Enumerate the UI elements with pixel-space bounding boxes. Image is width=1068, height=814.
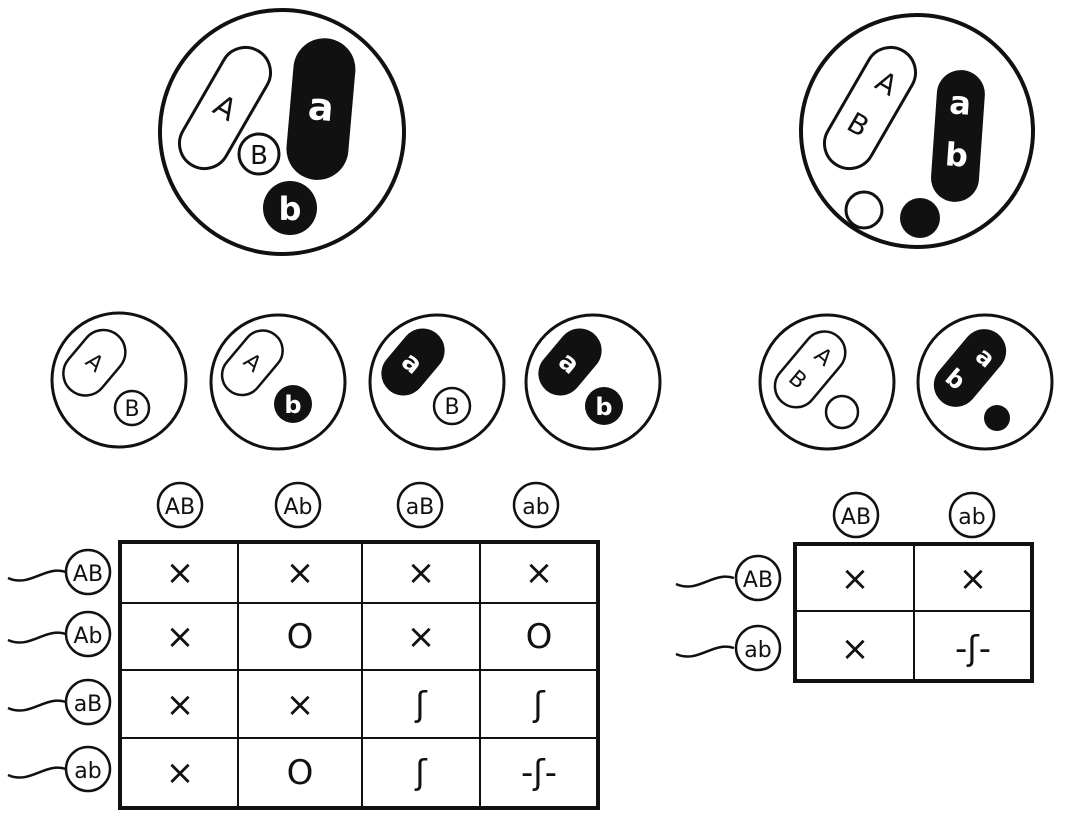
- chromosome-label: B: [250, 141, 268, 171]
- chromosome-A-white: A: [178, 45, 272, 171]
- table-cell: ×: [407, 553, 436, 593]
- centriole-black: [900, 198, 940, 238]
- column-header-label: ab: [522, 495, 549, 520]
- table-cell: -ʃ-: [955, 629, 991, 669]
- table-cell: ʃ: [532, 685, 546, 725]
- row-header-label: Ab: [73, 624, 102, 649]
- gamete-cell-aB: a B: [368, 313, 506, 451]
- parent-cell-independent: A a B b: [158, 8, 406, 256]
- row-header-label: ab: [744, 638, 771, 663]
- gamete-cell-linked-ab: a b: [916, 313, 1054, 451]
- chromosome-B-white: B: [237, 132, 281, 176]
- row-header-label: AB: [743, 568, 773, 593]
- table-cell: ×: [166, 685, 195, 725]
- column-header: AB: [832, 491, 880, 539]
- chromosome-label: b: [944, 135, 970, 175]
- table-cell: O: [287, 617, 314, 657]
- chromosome-a-black: a: [286, 38, 356, 180]
- table-cell: ×: [166, 753, 195, 793]
- table-cell: ×: [286, 553, 315, 593]
- column-header-label: AB: [841, 505, 871, 530]
- column-header-label: Ab: [283, 495, 312, 520]
- row-header-label: AB: [73, 562, 103, 587]
- row-header-label: aB: [74, 692, 103, 717]
- table-cell: ʃ: [414, 753, 428, 793]
- table-cell: ×: [166, 617, 195, 657]
- chromosome-label: B: [444, 395, 459, 420]
- table-cell: ×: [166, 553, 195, 593]
- chromosome-label: a: [948, 83, 972, 122]
- row-header: ab: [7, 745, 112, 793]
- chromosome-AB-white: A B: [823, 45, 917, 171]
- table-cell: ×: [841, 629, 870, 669]
- column-header: Ab: [274, 481, 322, 529]
- chromosome-b-black: b: [263, 181, 317, 235]
- chromosome-label: b: [279, 190, 302, 228]
- table-cell: ×: [286, 685, 315, 725]
- column-header: aB: [396, 481, 444, 529]
- punnett-table-independent: AB Ab aB ab AB Ab aB: [7, 481, 600, 810]
- column-header: AB: [156, 481, 204, 529]
- parent-cell-linked: A B a b: [799, 13, 1035, 249]
- table-cell: ×: [525, 553, 554, 593]
- row-header: AB: [7, 548, 112, 596]
- table-cell: O: [287, 753, 314, 793]
- row-header: aB: [7, 678, 112, 726]
- table-cell: ×: [959, 559, 988, 599]
- gamete-cell-linked-AB: A B: [758, 313, 896, 451]
- row-header: Ab: [7, 610, 112, 658]
- row-header: AB: [675, 554, 782, 602]
- chromosome-label: b: [595, 393, 612, 421]
- chromosome-ab-black: a b: [931, 70, 985, 202]
- chromosome-label: b: [284, 391, 301, 419]
- table-cell: O: [526, 617, 553, 657]
- gamete-cell-AB: A B: [50, 311, 188, 449]
- column-header: ab: [512, 481, 560, 529]
- table-cell: ×: [841, 559, 870, 599]
- gamete-cell-ab: a b: [524, 313, 662, 451]
- punnett-table-linked: AB ab AB ab × × × -ʃ-: [675, 491, 1034, 683]
- table-cell: ×: [407, 617, 436, 657]
- column-header-label: ab: [958, 505, 985, 530]
- row-header: ab: [675, 624, 782, 672]
- column-header-label: AB: [165, 495, 195, 520]
- column-header: ab: [948, 491, 996, 539]
- row-header-label: ab: [74, 759, 101, 784]
- table-cell: -ʃ-: [521, 753, 557, 793]
- table-cell: ʃ: [414, 685, 428, 725]
- column-header-label: aB: [406, 495, 435, 520]
- gamete-cell-Ab: A b: [209, 313, 347, 451]
- centriole-white: [844, 190, 884, 230]
- chromosome-label: B: [124, 397, 139, 422]
- chromosome-label: a: [306, 84, 335, 130]
